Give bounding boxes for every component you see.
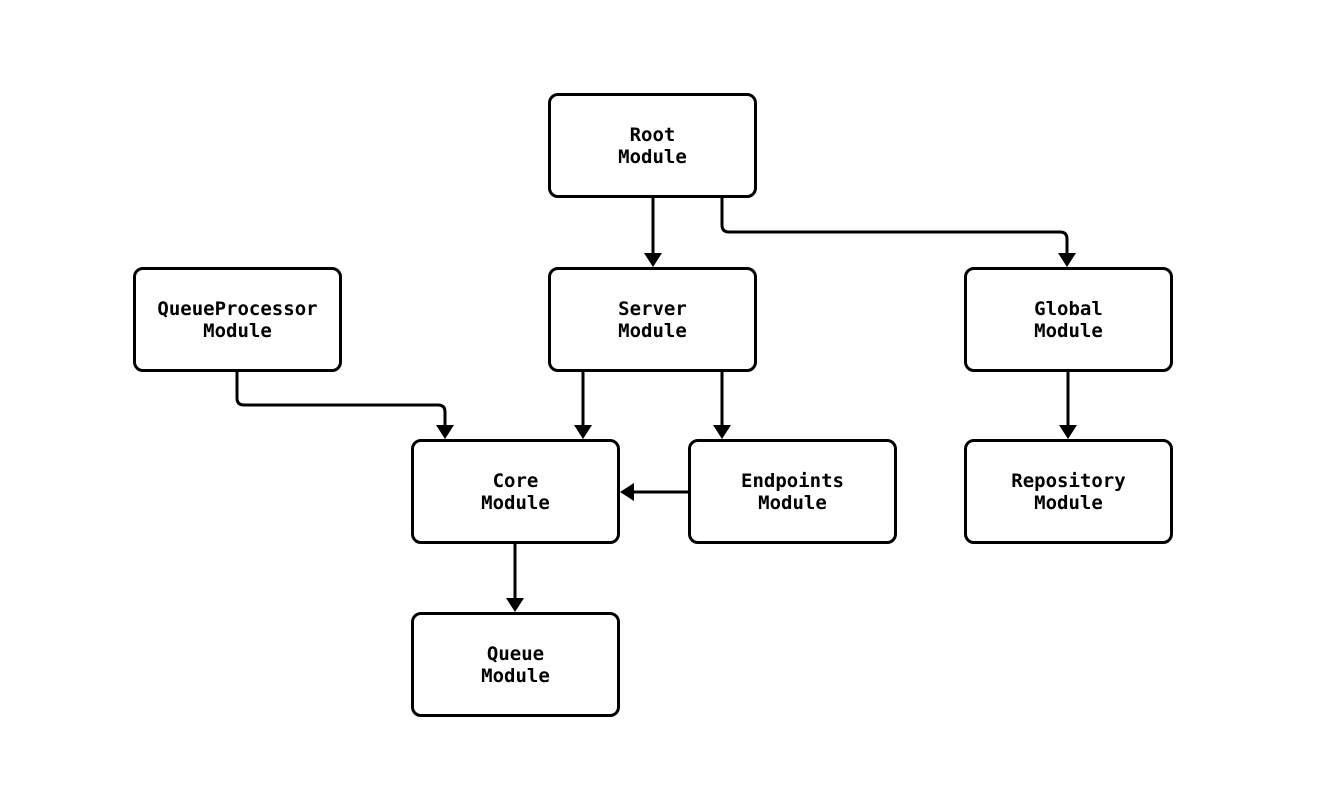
arrowhead-core-to-queue bbox=[506, 598, 524, 612]
node-label-line: Global bbox=[1034, 297, 1103, 320]
edge-root-to-global bbox=[720, 198, 1069, 255]
arrowhead-server-to-endpoints bbox=[713, 425, 731, 439]
arrowhead-root-to-global bbox=[1058, 253, 1076, 267]
node-label-line: Root bbox=[629, 123, 676, 146]
node-label-line: Server bbox=[618, 297, 687, 320]
node-label-line: Module bbox=[481, 491, 550, 514]
arrowhead-root-to-server bbox=[644, 253, 662, 267]
node-label-line: Module bbox=[1034, 319, 1103, 342]
node-label-line: Module bbox=[203, 319, 272, 342]
node-label-line: Endpoints bbox=[741, 469, 844, 492]
node-label-line: Module bbox=[1034, 491, 1103, 514]
node-label-line: QueueProcessor bbox=[157, 297, 318, 320]
arrowhead-queueprocessor-to-core bbox=[436, 425, 454, 439]
arrowhead-endpoints-to-core bbox=[620, 483, 634, 501]
node-label-line: Module bbox=[618, 145, 687, 168]
arrowhead-global-to-repository bbox=[1059, 425, 1077, 439]
node-label-line: Core bbox=[492, 469, 539, 492]
node-label-line: Module bbox=[758, 491, 827, 514]
node-label-line: Module bbox=[481, 664, 550, 687]
node-label-line: Repository bbox=[1011, 469, 1126, 492]
edge-queueprocessor-to-core bbox=[235, 372, 447, 427]
arrowhead-server-to-core bbox=[574, 425, 592, 439]
node-label-line: Queue bbox=[486, 642, 545, 665]
node-label-line: Module bbox=[618, 319, 687, 342]
